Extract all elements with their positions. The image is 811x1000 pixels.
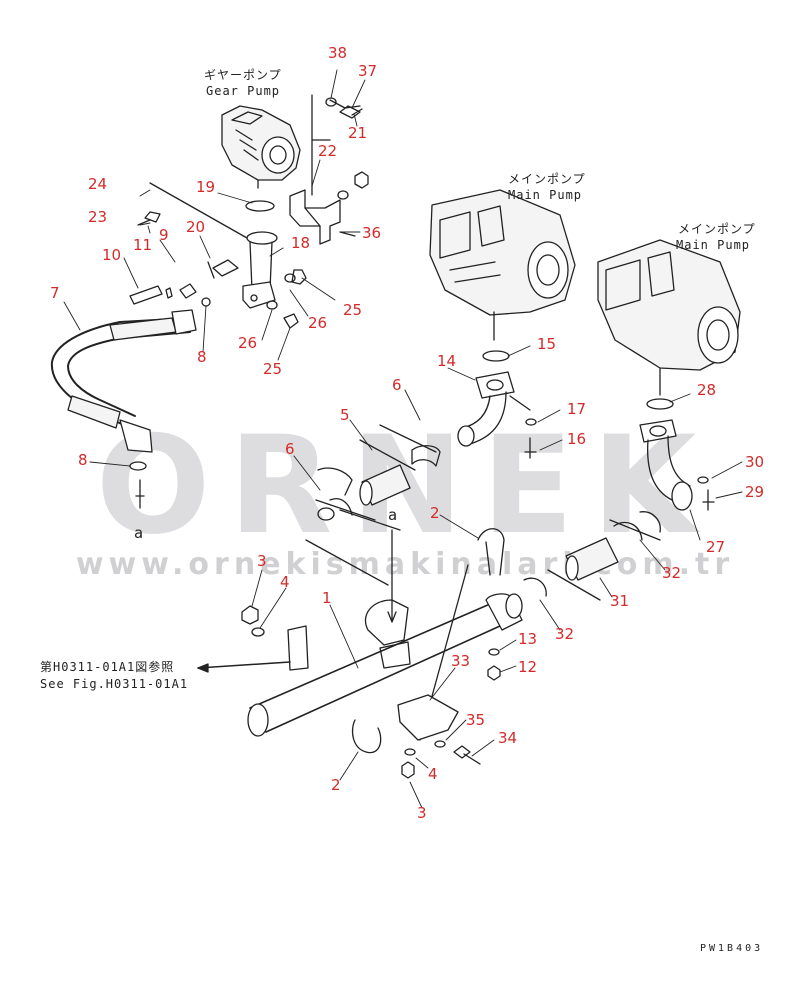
elbow-pipe-27-drawing bbox=[639, 419, 715, 511]
gear-pump-caption-en: Gear Pump bbox=[206, 84, 281, 98]
part-label-4-lower: 4 bbox=[428, 765, 438, 783]
main-pump-1-caption-jp: メインポンプ bbox=[508, 172, 586, 186]
part-label-26-left: 26 bbox=[238, 334, 258, 352]
part-label-8-lower: 8 bbox=[78, 451, 88, 469]
part-label-27: 27 bbox=[706, 538, 726, 556]
part-label-10: 10 bbox=[102, 246, 122, 264]
hose-7-drawing bbox=[50, 309, 197, 509]
gear-pump-drawing bbox=[221, 105, 301, 212]
elbow-pipe-14-drawing bbox=[457, 371, 537, 459]
part-label-23: 23 bbox=[88, 208, 108, 226]
part-label-7: 7 bbox=[50, 284, 60, 302]
part-label-31: 31 bbox=[610, 592, 630, 610]
part-label-2-lower: 2 bbox=[331, 776, 341, 794]
part-label-3-lower: 3 bbox=[417, 804, 427, 822]
part-label-2-upper: 2 bbox=[430, 504, 440, 522]
part-label-35: 35 bbox=[466, 711, 486, 729]
part-label-20: 20 bbox=[186, 218, 206, 236]
part-label-25-lower: 25 bbox=[263, 360, 283, 378]
part-label-26-right: 26 bbox=[308, 314, 328, 332]
part-label-33: 33 bbox=[451, 652, 471, 670]
part-label-21: 21 bbox=[348, 124, 368, 142]
part-label-5: 5 bbox=[340, 406, 350, 424]
part-label-17: 17 bbox=[567, 400, 587, 418]
part-label-4-upper: 4 bbox=[280, 573, 290, 591]
hose-5-drawing bbox=[315, 424, 441, 531]
part-label-30: 30 bbox=[745, 453, 765, 471]
fasteners-right bbox=[487, 648, 501, 681]
main-pump-2-caption-jp: メインポンプ bbox=[678, 222, 756, 236]
fasteners-left bbox=[241, 605, 265, 637]
hose-31-drawing bbox=[523, 511, 661, 601]
part-label-22: 22 bbox=[318, 142, 338, 160]
part-label-9: 9 bbox=[159, 226, 169, 244]
watermark-url: www.ornekismakinalari.com.tr bbox=[75, 547, 735, 582]
main-pump-1-caption-en: Main Pump bbox=[508, 188, 583, 202]
part-label-14: 14 bbox=[437, 352, 457, 370]
part-label-6-lower: 6 bbox=[285, 440, 295, 458]
part-label-28: 28 bbox=[697, 381, 717, 399]
ref-mark-a-center: a bbox=[388, 506, 399, 524]
part-label-8-upper: 8 bbox=[197, 348, 207, 366]
part-label-12: 12 bbox=[518, 658, 538, 676]
part-label-16: 16 bbox=[567, 430, 587, 448]
part-label-18: 18 bbox=[291, 234, 311, 252]
see-figure-caption-en: See Fig.H0311-01A1 bbox=[40, 677, 189, 691]
part-label-34: 34 bbox=[498, 729, 518, 747]
part-label-15: 15 bbox=[537, 335, 557, 353]
pipe-18-drawing bbox=[129, 182, 307, 329]
main-pump-2-caption-en: Main Pump bbox=[676, 238, 751, 252]
part-label-1: 1 bbox=[322, 589, 332, 607]
see-figure-caption-jp: 第H0311-01A1図参照 bbox=[40, 660, 175, 674]
clamp-2-lower-drawing bbox=[351, 719, 382, 754]
part-label-37: 37 bbox=[358, 62, 378, 80]
part-label-3-upper: 3 bbox=[257, 552, 267, 570]
part-label-29: 29 bbox=[745, 483, 765, 501]
bracket-33-drawing bbox=[397, 694, 481, 779]
part-label-32-right: 32 bbox=[662, 564, 682, 582]
main-pump-2-drawing bbox=[597, 239, 741, 410]
part-label-6-upper: 6 bbox=[392, 376, 402, 394]
part-label-32-center: 32 bbox=[555, 625, 575, 643]
part-label-38: 38 bbox=[328, 44, 348, 62]
ref-mark-a-left: a bbox=[134, 524, 145, 542]
part-label-13: 13 bbox=[518, 630, 538, 648]
part-label-11: 11 bbox=[133, 236, 153, 254]
part-label-19: 19 bbox=[196, 178, 216, 196]
main-pump-1-drawing bbox=[429, 189, 576, 362]
gear-pump-caption-jp: ギヤーポンプ bbox=[204, 68, 282, 82]
leader-lines bbox=[63, 69, 743, 809]
part-label-25-upper: 25 bbox=[343, 301, 363, 319]
drawing-code: PW1B403 bbox=[700, 943, 764, 954]
part-label-24: 24 bbox=[88, 175, 108, 193]
part-label-36: 36 bbox=[362, 224, 382, 242]
pipe-1-drawing bbox=[197, 529, 523, 737]
